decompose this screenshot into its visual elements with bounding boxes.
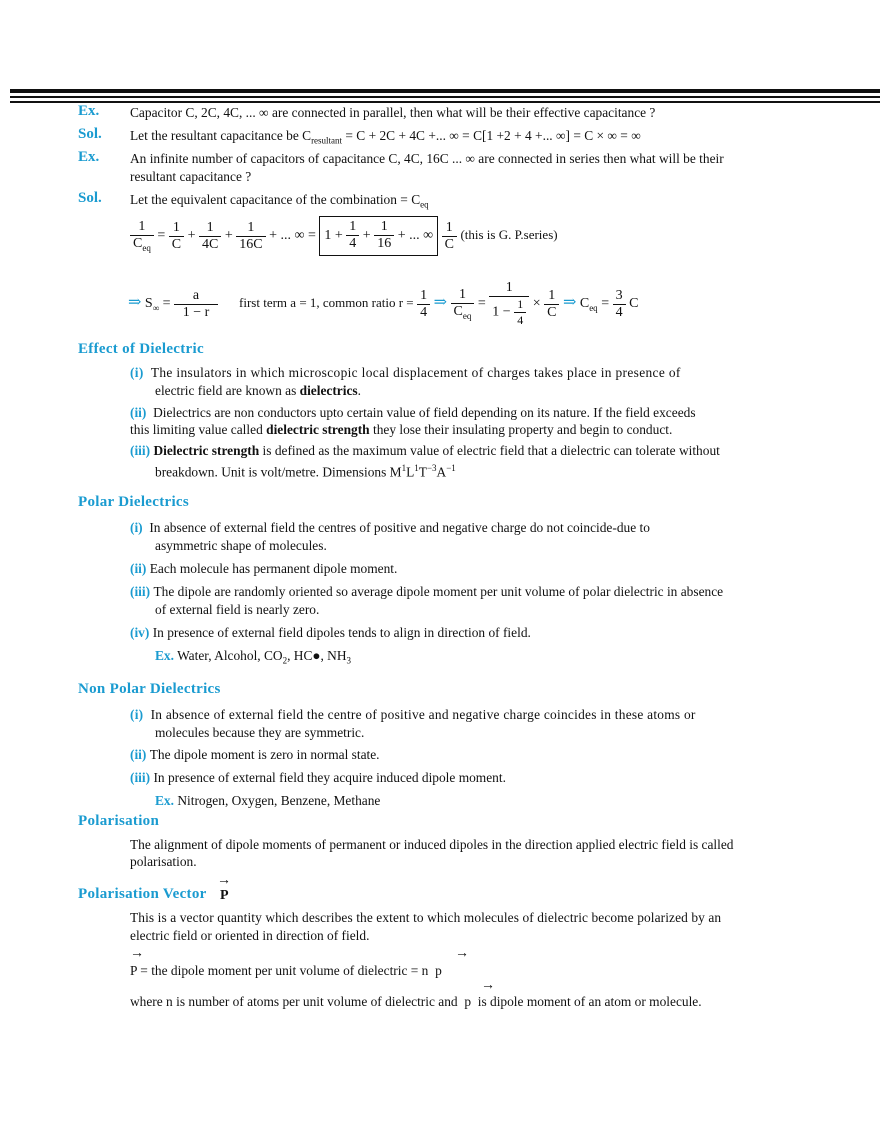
list-item: breakdown. Unit is volt/metre. Dimension…	[155, 463, 456, 480]
example-tag: Ex.	[78, 103, 100, 119]
section-heading: Non Polar Dielectrics	[78, 681, 221, 697]
polarisation-equation: P = the dipole moment per unit volume of…	[130, 963, 442, 978]
list-item: electric field are known as dielectrics.	[155, 383, 361, 398]
example-tag: Ex.	[78, 149, 100, 165]
vector-symbol: P	[220, 888, 229, 903]
section-heading: Polarisation	[78, 813, 160, 829]
list-item: (iii) In presence of external field they…	[130, 770, 506, 785]
solution-text: Let the resultant capacitance be Cresult…	[130, 128, 641, 146]
section-heading: Polar Dielectrics	[78, 494, 190, 510]
paragraph-line: This is a vector quantity which describe…	[130, 910, 722, 925]
vector-arrow-icon: →	[130, 946, 144, 961]
example-text-line1: An infinite number of capacitors of capa…	[130, 151, 724, 166]
list-item: molecules because they are symmetric.	[155, 725, 365, 740]
example-line: Ex. Water, Alcohol, CO2, HC●, NH3	[155, 648, 352, 666]
list-item: of external field is nearly zero.	[155, 602, 320, 617]
solution-tag: Sol.	[78, 126, 102, 142]
list-item: (iii) Dielectric strength is defined as …	[130, 443, 720, 458]
list-item: (ii) Dielectrics are non conductors upto…	[130, 405, 696, 420]
example-line: Ex. Nitrogen, Oxygen, Benzene, Methane	[155, 793, 381, 808]
header-rule-thin-2	[10, 101, 880, 103]
list-item: (ii) The dipole moment is zero in normal…	[130, 747, 380, 762]
section-heading: Polarisation Vector	[78, 886, 207, 902]
paragraph-line: polarisation.	[130, 854, 197, 869]
vector-arrow-icon: →	[217, 873, 231, 888]
list-item: (i) The insulators in which microscopic …	[130, 365, 681, 380]
list-item: (ii) Each molecule has permanent dipole …	[130, 561, 398, 576]
list-item: asymmetric shape of molecules.	[155, 538, 327, 553]
paragraph-line: electric field or oriented in direction …	[130, 928, 370, 943]
implies-arrow-icon: ⇒	[433, 294, 448, 312]
header-rule-thin-1	[10, 96, 880, 98]
list-item: this limiting value called dielectric st…	[130, 422, 673, 437]
vector-arrow-icon: →	[481, 978, 495, 993]
paragraph-line: The alignment of dipole moments of perma…	[130, 837, 734, 852]
list-item: (iii) The dipole are randomly oriented s…	[130, 584, 724, 599]
implies-arrow-icon: ⇒	[562, 294, 577, 312]
section-heading: Effect of Dielectric	[78, 341, 204, 357]
header-rule-thick	[10, 89, 880, 93]
solution-text: Let the equivalent capacitance of the co…	[130, 192, 429, 210]
vector-arrow-icon: →	[455, 946, 469, 961]
paragraph-line: where n is number of atoms per unit volu…	[130, 994, 702, 1009]
solution-tag: Sol.	[78, 190, 102, 206]
implies-arrow-icon: ⇒	[128, 294, 142, 312]
example-text-line2: resultant capacitance ?	[130, 169, 252, 184]
list-item: (i) In absence of external field the cen…	[130, 707, 696, 722]
list-item: (iv) In presence of external field dipol…	[130, 625, 531, 640]
example-text: Capacitor C, 2C, 4C, ... ∞ are connected…	[130, 105, 656, 120]
list-item: (i) In absence of external field the cen…	[130, 520, 650, 535]
